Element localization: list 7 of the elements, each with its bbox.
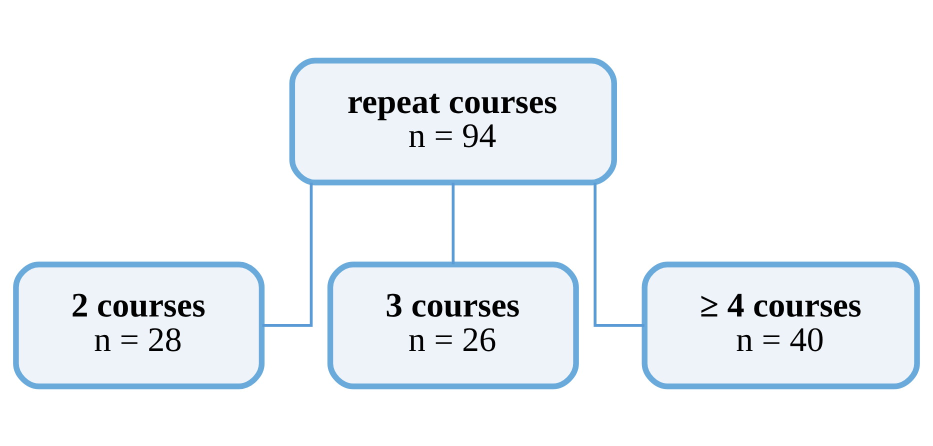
connector [594, 182, 644, 326]
node-box: repeat courses n = 94 [289, 57, 617, 185]
node-box: 3 courses n = 26 [327, 261, 579, 389]
node-box: ≥ 4 courses n = 40 [642, 261, 920, 389]
connector [452, 182, 455, 264]
node-box: 2 courses n = 28 [13, 261, 265, 389]
connector [262, 182, 313, 326]
